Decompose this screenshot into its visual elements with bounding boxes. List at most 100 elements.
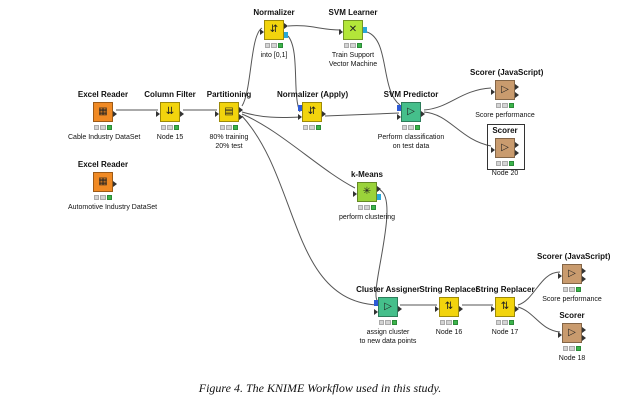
node-icon-box[interactable]: ▷ [558, 264, 586, 284]
node-caption-line-2: to new data points [359, 338, 417, 345]
node-icon-box[interactable]: ⇵ [260, 20, 288, 40]
input-port-icon[interactable] [353, 191, 357, 197]
output-port-icon[interactable] [582, 327, 586, 333]
model-port-icon[interactable] [377, 194, 381, 200]
node-icon-box[interactable]: ▦ [93, 172, 117, 192]
node-caption-line-2: 20% test [215, 143, 243, 150]
model-input-port-icon[interactable] [374, 300, 378, 306]
node-scorer-1[interactable]: Scorer ▷ Node 20 [470, 126, 540, 178]
node-scorer-javascript-1[interactable]: Scorer (JavaScript) ▷ Score performance [470, 68, 543, 120]
connection-predictor-to-scorer [423, 111, 492, 147]
model-port-icon[interactable] [363, 27, 367, 33]
node-k-means[interactable]: k-Means ✳ perform clustering [332, 170, 402, 222]
input-port-icon[interactable] [435, 306, 439, 312]
node-caption: Node 17 [491, 329, 519, 336]
input-port-icon[interactable] [374, 309, 378, 315]
node-caption: Train Support [331, 52, 375, 59]
input-port-icon[interactable] [215, 111, 219, 117]
input-port-icon[interactable] [397, 114, 401, 120]
output-port-icon[interactable] [284, 23, 288, 29]
node-icon-box[interactable]: ▦ [93, 102, 117, 122]
node-caption: Cable Industry DataSet [68, 134, 141, 141]
node-icon-box[interactable]: ▤ [215, 102, 243, 122]
input-port-icon[interactable] [156, 111, 160, 117]
normalize-icon: ⇵ [269, 24, 279, 35]
node-normalizer-apply[interactable]: Normalizer (Apply) ⇵ [277, 90, 348, 130]
node-title: Scorer [492, 126, 518, 135]
node-excel-reader-cable[interactable]: Excel Reader ▦ Cable Industry DataSet [68, 90, 141, 142]
output-port-icon[interactable] [515, 150, 519, 156]
node-icon-box[interactable]: ▷ [491, 138, 519, 158]
input-port-icon[interactable] [558, 273, 562, 279]
node-icon-box[interactable]: ▷ [374, 297, 402, 317]
output-port-icon[interactable] [113, 111, 117, 117]
connection-partitioning-to-normalizer [241, 27, 263, 107]
node-icon-box[interactable]: ▷ [558, 323, 586, 343]
connection-replacer-to-scorer-2 [517, 306, 561, 333]
node-scorer-javascript-2[interactable]: Scorer (JavaScript) ▷ Score performance [537, 252, 611, 304]
status-traffic-light [496, 103, 514, 108]
column-filter-icon: ⇊ [165, 106, 175, 117]
connection-partitioning-to-cluster-assigner [241, 115, 378, 306]
output-port-icon[interactable] [421, 111, 425, 117]
output-port-icon[interactable] [582, 276, 586, 282]
node-title: Scorer (JavaScript) [537, 252, 611, 261]
node-caption: Node 15 [156, 134, 184, 141]
output-port-icon[interactable] [377, 186, 381, 192]
output-port-icon[interactable] [582, 335, 586, 341]
output-port-icon[interactable] [515, 306, 519, 312]
node-excel-reader-automotive[interactable]: Excel Reader ▦ Automotive Industry DataS… [68, 160, 157, 212]
node-title: Excel Reader [77, 90, 129, 99]
output-port-icon[interactable] [459, 306, 463, 312]
node-caption: perform clustering [338, 214, 396, 221]
node-string-replacer-2[interactable]: String Replacer ⇅ Node 17 [470, 285, 540, 337]
model-input-port-icon[interactable] [298, 105, 302, 111]
node-icon-box[interactable]: ⇵ [298, 102, 326, 122]
node-cluster-assigner[interactable]: Cluster Assigner ▷ assign cluster to new… [353, 285, 423, 346]
connection-learner-to-predictor [366, 31, 401, 106]
node-svm-learner[interactable]: SVM Learner ✕ Train Support Vector Machi… [318, 8, 388, 69]
output-port-icon[interactable] [515, 142, 519, 148]
node-icon-box[interactable]: ⇅ [435, 297, 463, 317]
node-icon-box[interactable]: ▷ [397, 102, 425, 122]
status-traffic-light [358, 205, 376, 210]
output-port-icon[interactable] [180, 111, 184, 117]
node-icon-box[interactable]: ▷ [491, 80, 519, 100]
input-port-icon[interactable] [491, 89, 495, 95]
status-traffic-light [265, 43, 283, 48]
node-caption: 80% training [209, 134, 249, 141]
model-port-icon[interactable] [284, 32, 288, 38]
node-icon-box[interactable]: ✳ [353, 182, 381, 202]
output-port-icon[interactable] [239, 114, 243, 120]
output-port-icon[interactable] [515, 84, 519, 90]
output-port-icon[interactable] [322, 111, 326, 117]
node-string-replacer-1[interactable]: String Replacer ⇅ Node 16 [414, 285, 484, 337]
node-icon-box[interactable]: ✕ [339, 20, 367, 40]
node-column-filter[interactable]: Column Filter ⇊ Node 15 [135, 90, 205, 142]
status-traffic-light [303, 125, 321, 130]
output-port-icon[interactable] [582, 268, 586, 274]
scorer-icon: ▷ [501, 84, 509, 95]
output-port-icon[interactable] [113, 181, 117, 187]
input-port-icon[interactable] [558, 332, 562, 338]
cluster-icon: ✳ [362, 186, 372, 197]
node-title: SVM Learner [328, 8, 378, 17]
input-port-icon[interactable] [339, 29, 343, 35]
node-icon-box[interactable]: ⇊ [156, 102, 184, 122]
input-port-icon[interactable] [491, 147, 495, 153]
model-input-port-icon[interactable] [397, 105, 401, 111]
output-port-icon[interactable] [515, 92, 519, 98]
node-normalizer[interactable]: Normalizer ⇵ into [0,1] [239, 8, 309, 60]
input-port-icon[interactable] [298, 114, 302, 120]
connection-replacer-to-scorer-js-2 [517, 271, 561, 306]
input-port-icon[interactable] [491, 306, 495, 312]
output-port-icon[interactable] [239, 107, 243, 113]
node-caption-line-2: on test data [392, 143, 430, 150]
node-title: String Replacer [419, 285, 479, 294]
input-port-icon[interactable] [260, 29, 264, 35]
node-scorer-2[interactable]: Scorer ▷ Node 18 [537, 311, 607, 363]
output-port-icon[interactable] [398, 306, 402, 312]
node-svm-predictor[interactable]: SVM Predictor ▷ Perform classification o… [376, 90, 446, 151]
node-partitioning[interactable]: Partitioning ▤ 80% training 20% test [194, 90, 264, 151]
node-icon-box[interactable]: ⇅ [491, 297, 519, 317]
